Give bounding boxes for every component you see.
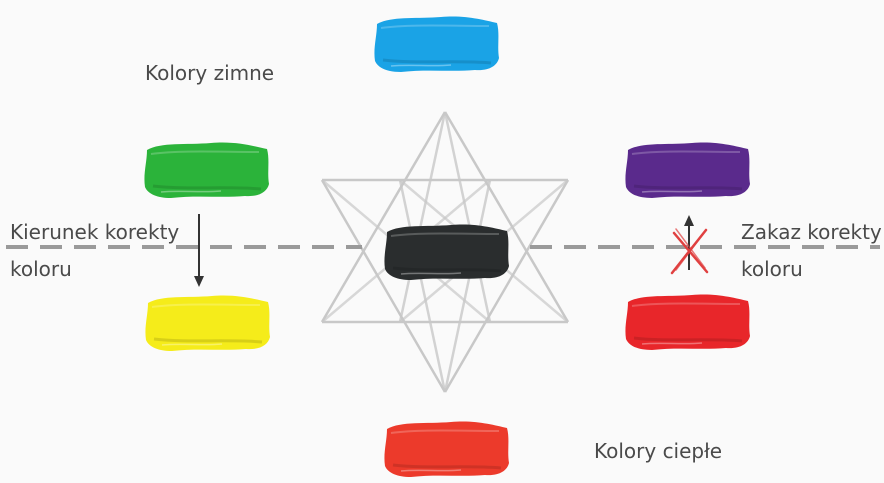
cold-colors-label: Kolory zimne (145, 59, 274, 88)
correction-forbidden-label-line2: koloru (741, 255, 803, 284)
red-right-swatch (622, 292, 752, 352)
correction-direction-label-line2: koloru (10, 255, 72, 284)
down-arrow (194, 214, 204, 287)
purple-swatch (622, 140, 752, 200)
blue-swatch (371, 14, 501, 74)
correction-direction-label-line1: Kierunek korekty (10, 218, 179, 247)
green-swatch (141, 140, 271, 200)
correction-forbidden-label-line1: Zakaz korekty (741, 218, 882, 247)
black-swatch (381, 222, 511, 282)
red-bottom-swatch (381, 419, 511, 479)
yellow-swatch (142, 293, 272, 353)
warm-colors-label: Kolory ciepłe (594, 437, 722, 466)
